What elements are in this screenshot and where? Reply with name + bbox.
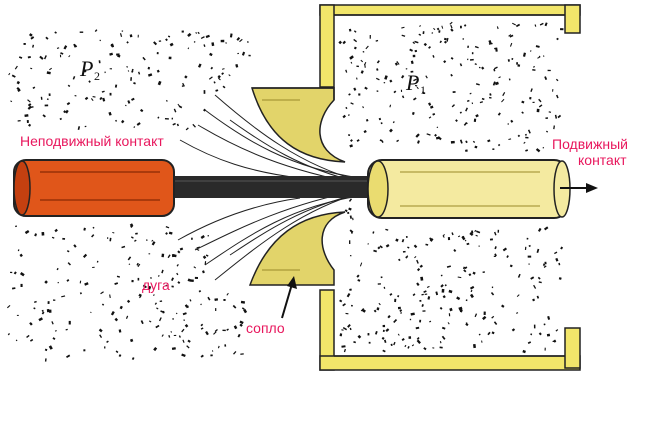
arrow-right-icon — [560, 183, 598, 193]
nozzle — [248, 87, 346, 286]
moving-contact-label-line1: Подвижный — [552, 136, 628, 152]
fixed-contact — [13, 159, 175, 217]
arrow-pointer-icon — [281, 276, 297, 319]
pressure-label-low: P 2 — [79, 56, 100, 83]
moving-contact — [367, 159, 571, 219]
moving-contact-label-line2: контакт — [578, 152, 627, 168]
pressure-high-subscript: 1 — [420, 83, 426, 97]
pressure-low-symbol: P — [79, 56, 93, 81]
high-pressure-gas-region — [338, 21, 564, 354]
arc-label: дуга — [142, 277, 170, 293]
low-pressure-gas-region — [6, 29, 251, 362]
nozzle-label: сопло — [246, 320, 285, 336]
arc-column — [172, 176, 372, 198]
pressure-label-high: P 1 — [405, 70, 426, 97]
pressure-low-subscript: 2 — [94, 69, 100, 83]
fixed-contact-label: Неподвижный контакт — [20, 133, 164, 149]
pressure-high-symbol: P — [405, 70, 419, 95]
chamber-wall — [319, 4, 581, 371]
